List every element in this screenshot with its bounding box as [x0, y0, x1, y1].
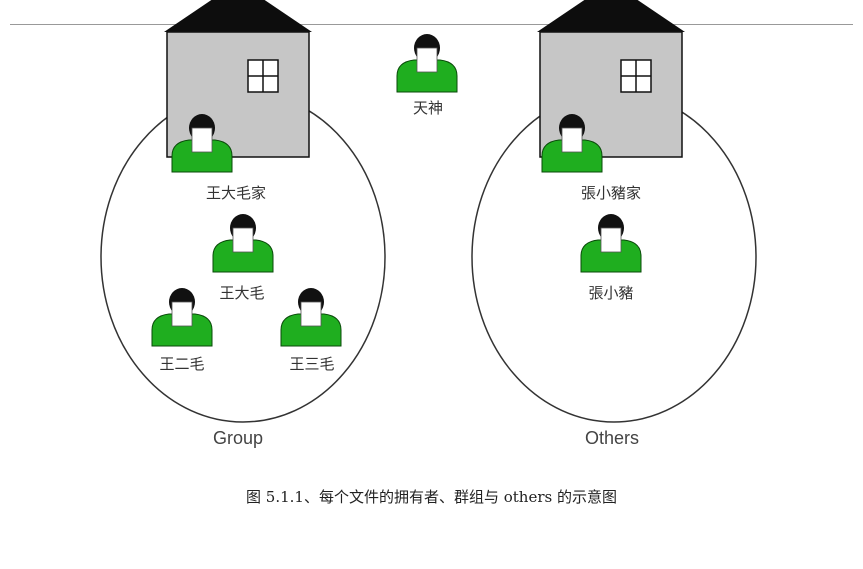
top-divider [10, 24, 853, 25]
wangdamao-label: 王大毛 [219, 284, 264, 302]
wangdamao-house-icon [163, 0, 313, 158]
wangdamao-home-label: 王大毛家 [206, 184, 266, 202]
tianshen-label: 天神 [413, 99, 443, 117]
zhangxiaozhu-person-icon [580, 213, 642, 273]
figure-caption: 图 5.1.1、每个文件的拥有者、群组与 others 的示意图 [246, 488, 617, 506]
wangsanmao-person-icon [280, 287, 342, 347]
zhangxiaozhu-house-icon [536, 0, 686, 158]
tianshen-person-icon [396, 33, 458, 93]
group-label: Group [213, 428, 263, 448]
wangsanmao-label: 王三毛 [289, 355, 334, 373]
others-label: Others [585, 428, 639, 448]
wangermao-person-icon [151, 287, 213, 347]
zhangxiaozhu-label: 張小豬 [588, 284, 633, 302]
wangermao-label: 王二毛 [159, 355, 204, 373]
zhangxiaozhu-home-label: 張小豬家 [581, 184, 641, 202]
wangdamao-person-icon [212, 213, 274, 273]
ownership-diagram: 天神 王大毛家 王大毛 王二毛 王三毛 張小豬家 張小豬 Group Other… [100, 0, 757, 448]
